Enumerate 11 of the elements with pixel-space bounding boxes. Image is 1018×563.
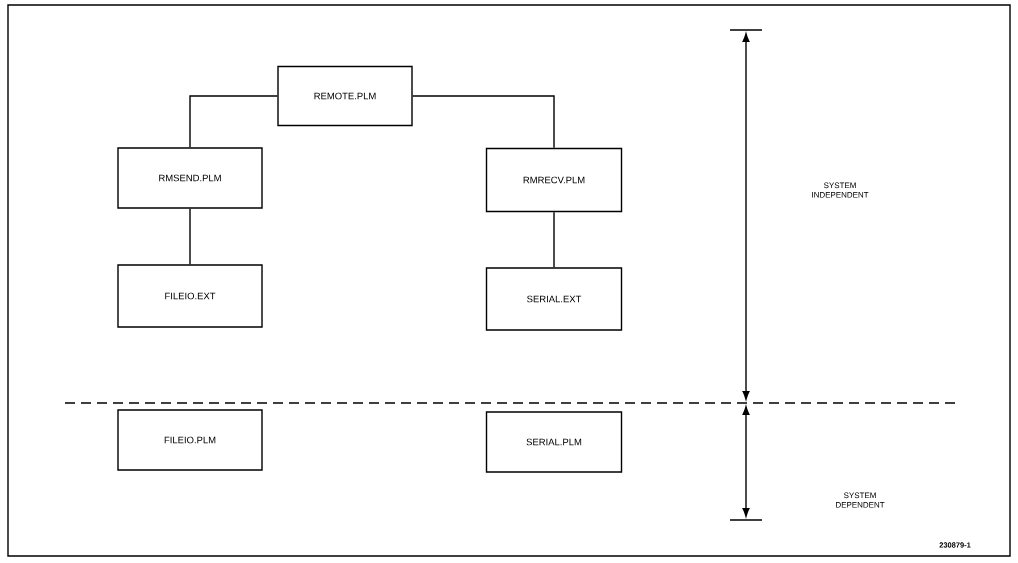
module-box: RMRECV.PLM — [485, 147, 623, 213]
module-box: REMOTE.PLM — [277, 65, 413, 127]
module-box: FILEIO.EXT — [117, 264, 263, 328]
module-box: SERIAL.PLM — [485, 411, 623, 473]
module-box: SERIAL.EXT — [485, 267, 623, 331]
connector-line — [412, 95, 555, 149]
connector-line — [189, 95, 278, 148]
connector-line — [553, 211, 555, 268]
module-box: RMSEND.PLM — [117, 147, 263, 209]
module-box: FILEIO.PLM — [117, 409, 263, 471]
connector-line — [189, 208, 191, 265]
